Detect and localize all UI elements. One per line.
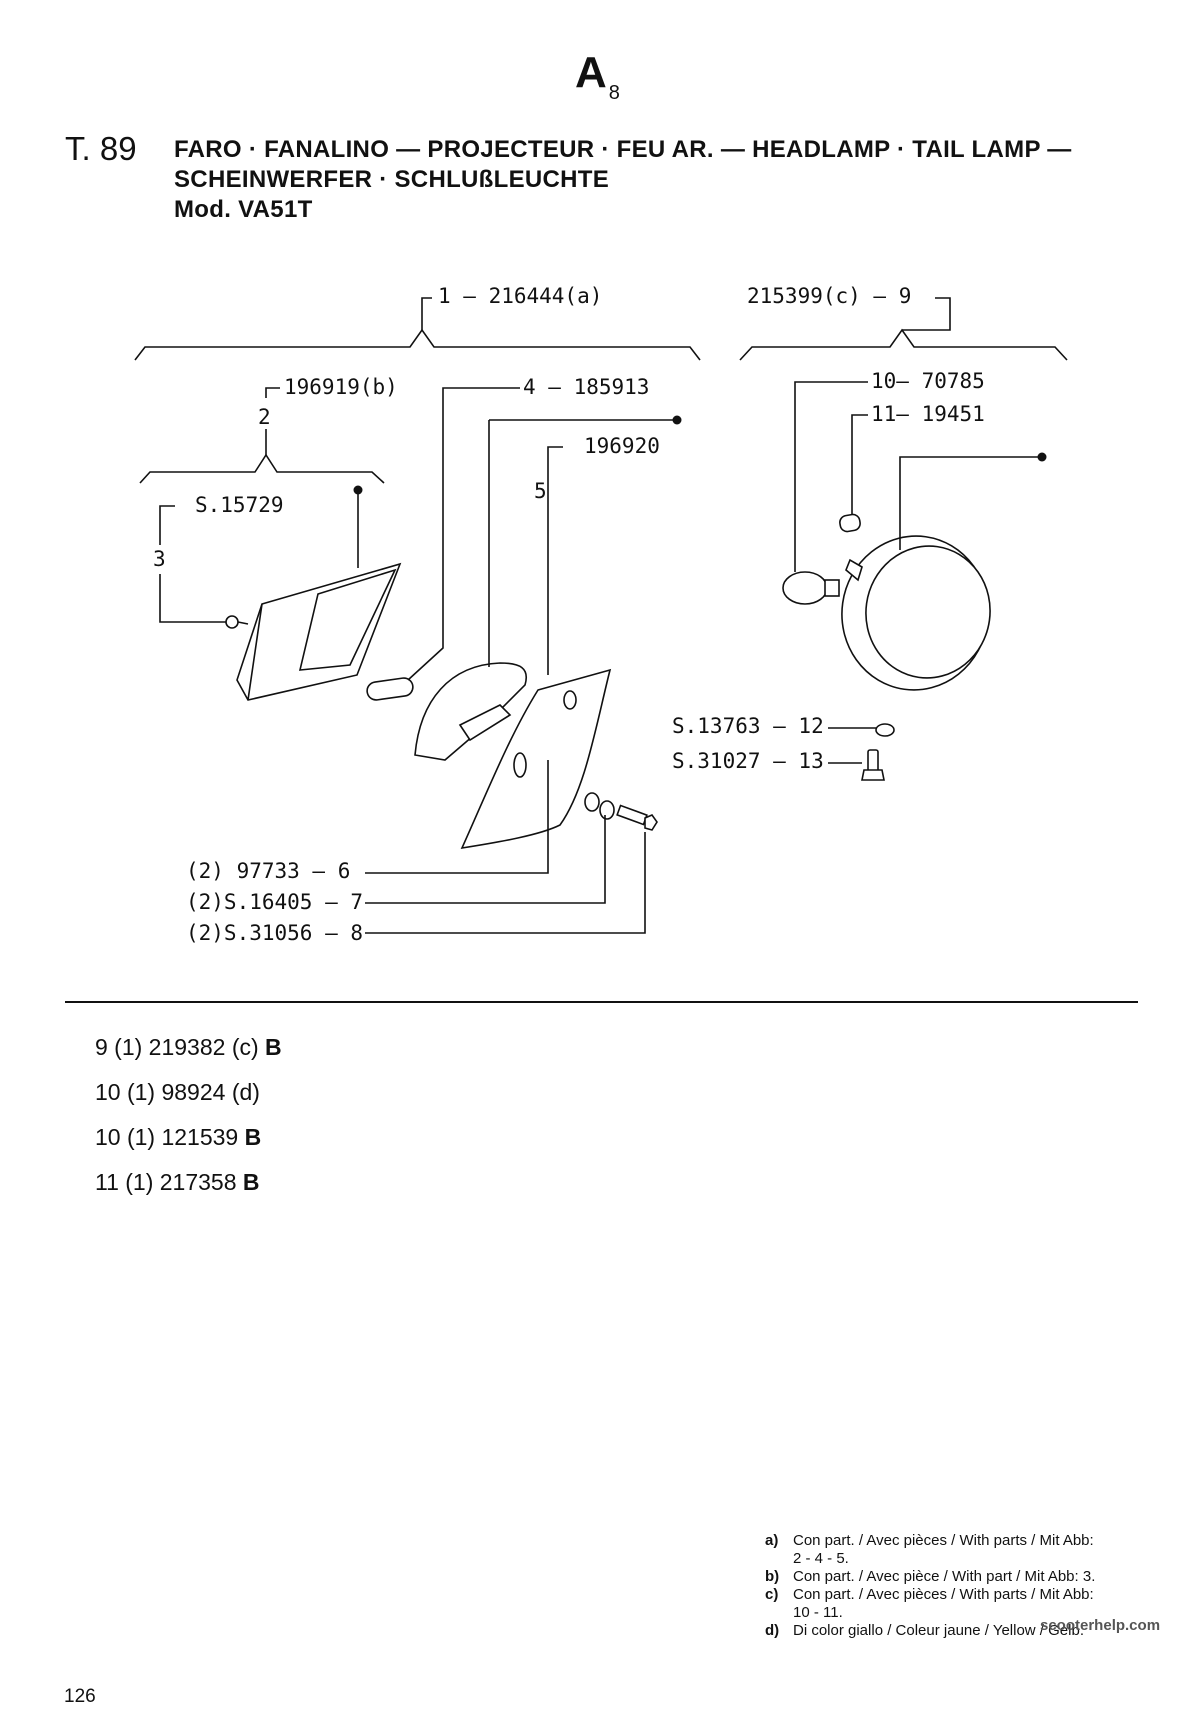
group-bracket-1	[134, 297, 701, 361]
callout-6: (2) 97733 — 6	[186, 859, 350, 883]
leader-5	[547, 446, 563, 675]
tail-lamp-lens	[236, 562, 402, 701]
group-bracket-2	[139, 387, 385, 484]
headlamp-9	[841, 535, 991, 691]
leader-4	[407, 387, 520, 681]
washer-12	[875, 723, 895, 737]
screw-13	[861, 749, 885, 781]
exploded-parts-diagram: 1 — 216444(a) 215399(c) — 9 196919(b) 2 …	[134, 284, 1068, 945]
callout-2-num: 2	[258, 405, 271, 429]
title-line-1: FARO · FANALINO — PROJECTEUR · FEU AR. —…	[174, 136, 1072, 163]
watermark: scooterhelp.com	[1040, 1617, 1161, 1634]
footnote-a: a)Con part. / Avec pièces / With parts /…	[765, 1532, 1094, 1567]
callout-9: 215399(c) — 9	[747, 284, 911, 308]
parts-list-row: 10 (1) 98924 (d)	[95, 1079, 260, 1105]
callout-5-num: 5	[534, 479, 547, 503]
leader-11	[851, 414, 868, 515]
support-plate-5	[460, 668, 612, 850]
callout-5-ref: 196920	[584, 434, 660, 458]
footnotes: a)Con part. / Avec pièces / With parts /…	[765, 1532, 1095, 1640]
leader-dot-housing	[672, 415, 682, 425]
group-bracket-9	[739, 297, 1068, 361]
parts-list: 9 (1) 219382 (c) B 10 (1) 98924 (d) 10 (…	[95, 1025, 282, 1205]
bulb-11	[839, 513, 861, 533]
divider-rule	[65, 1001, 1138, 1003]
page-number: 126	[64, 1686, 96, 1707]
callout-10: 10— 70785	[871, 369, 985, 393]
section-code-sub: 8	[608, 82, 620, 104]
callout-3-ref: S.15729	[195, 493, 284, 517]
leader-7	[365, 815, 606, 904]
callout-3-num: 3	[153, 547, 166, 571]
parts-list-row: 9 (1) 219382 (c) B	[95, 1034, 282, 1060]
callout-2-ref: 196919(b)	[284, 375, 398, 399]
leader-10	[794, 381, 868, 572]
page-title: FARO · FANALINO — PROJECTEUR · FEU AR. —…	[174, 135, 1072, 225]
leader-dot-headlamp	[1037, 452, 1047, 462]
footnote-d: d)Di color giallo / Coleur jaune / Yello…	[765, 1622, 1084, 1639]
callout-1: 1 — 216444(a)	[438, 284, 602, 308]
leader-dot-lens	[353, 485, 363, 495]
footnote-b: b)Con part. / Avec pièce / With part / M…	[765, 1568, 1096, 1585]
callout-13: S.31027 — 13	[672, 749, 824, 773]
leader-3-top	[159, 505, 175, 545]
washer-7	[599, 800, 615, 820]
callout-11: 11— 19451	[871, 402, 985, 426]
leader-9	[899, 456, 907, 550]
lamp-housing	[414, 662, 527, 761]
callout-8: (2)S.31056 — 8	[186, 921, 363, 945]
bulb-10	[782, 571, 840, 605]
leader-6	[365, 760, 549, 874]
footnote-c: c)Con part. / Avec pièces / With parts /…	[765, 1586, 1094, 1621]
parts-list-row: 10 (1) 121539 B	[95, 1124, 262, 1150]
screw-3	[225, 615, 249, 629]
leader-3	[159, 574, 226, 623]
callout-12: S.13763 — 12	[672, 714, 824, 738]
washer-6	[584, 792, 600, 812]
parts-list-row: 11 (1) 217358 B	[95, 1169, 260, 1195]
table-number: T. 89	[65, 130, 137, 167]
callout-7: (2)S.16405 — 7	[186, 890, 363, 914]
callout-4: 4 — 185913	[523, 375, 649, 399]
bolt-8	[616, 804, 658, 831]
title-line-2: SCHEINWERFER · SCHLUßLEUCHTE	[174, 166, 610, 193]
leader-8	[365, 832, 646, 934]
model-label: Mod. VA51T	[174, 196, 313, 223]
bulb-4	[366, 677, 414, 701]
